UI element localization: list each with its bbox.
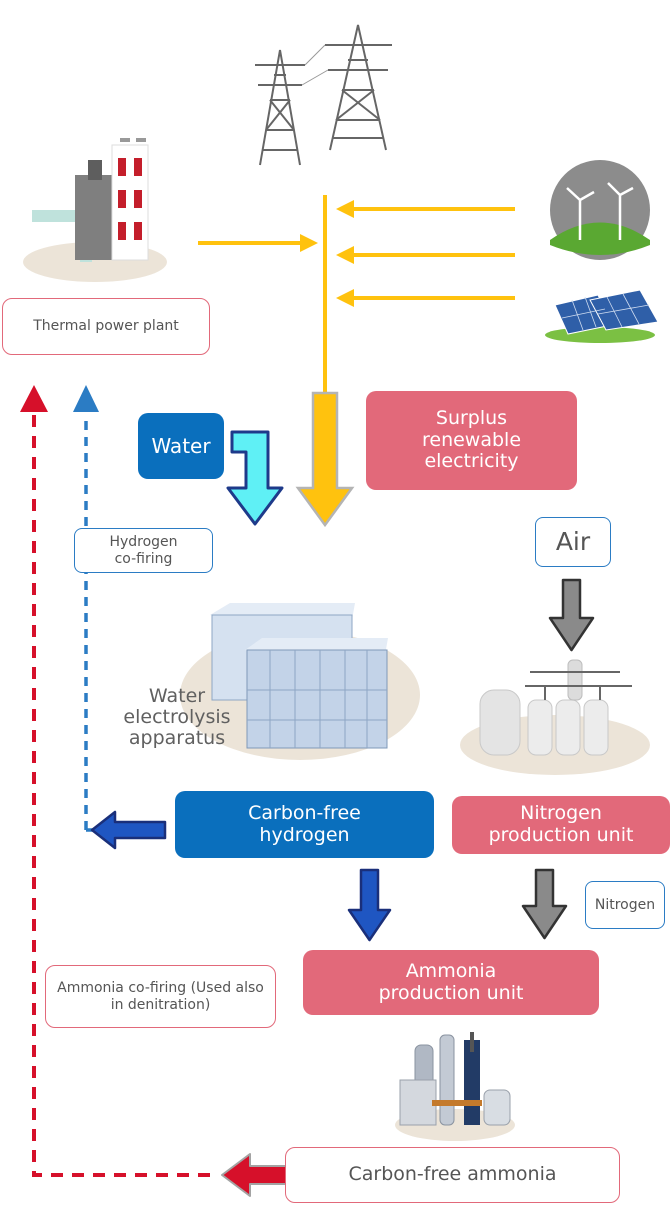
air-down-arrow [548, 578, 595, 652]
nitrogen-down-arrow [521, 868, 568, 940]
electricity-down-arrow [295, 391, 355, 528]
solar-panel-icon [545, 289, 659, 343]
nitrogen-production-unit-box: Nitrogen production unit [452, 796, 670, 854]
thermal-power-plant-label: Thermal power plant [2, 298, 210, 355]
surplus-renewable-electricity-box: Surplus renewable electricity [366, 391, 577, 490]
hydrogen-cofiring-line [73, 385, 99, 832]
hydrogen-cofiring-label: Hydrogen co-firing [74, 528, 213, 573]
ammonia-left-arrow [221, 1153, 291, 1197]
hydrogen-left-arrow [90, 810, 167, 850]
ammonia-cofiring-label: Ammonia co-firing (Used also in denitrat… [45, 965, 276, 1028]
ammonia-plant-icon [395, 1032, 515, 1141]
wind-turbine-icon [550, 160, 650, 260]
carbon-free-ammonia-box: Carbon-free ammonia [285, 1147, 620, 1203]
thermal-plant-icon [23, 138, 167, 282]
nitrogen-unit-icon [460, 659, 650, 775]
water-box: Water [138, 413, 224, 479]
water-electrolysis-apparatus-label: Water electrolysis apparatus [123, 685, 231, 749]
water-arrow [226, 430, 284, 526]
power-tower-icon [255, 24, 392, 166]
hydrogen-down-arrow [347, 868, 392, 942]
ammonia-cofiring-line [20, 385, 210, 1177]
carbon-free-hydrogen-box: Carbon-free hydrogen [175, 791, 434, 858]
electrolysis-apparatus-icon [180, 603, 420, 760]
air-box: Air [535, 517, 611, 567]
ammonia-production-unit-box: Ammonia production unit [303, 950, 599, 1015]
nitrogen-label: Nitrogen [585, 881, 665, 929]
